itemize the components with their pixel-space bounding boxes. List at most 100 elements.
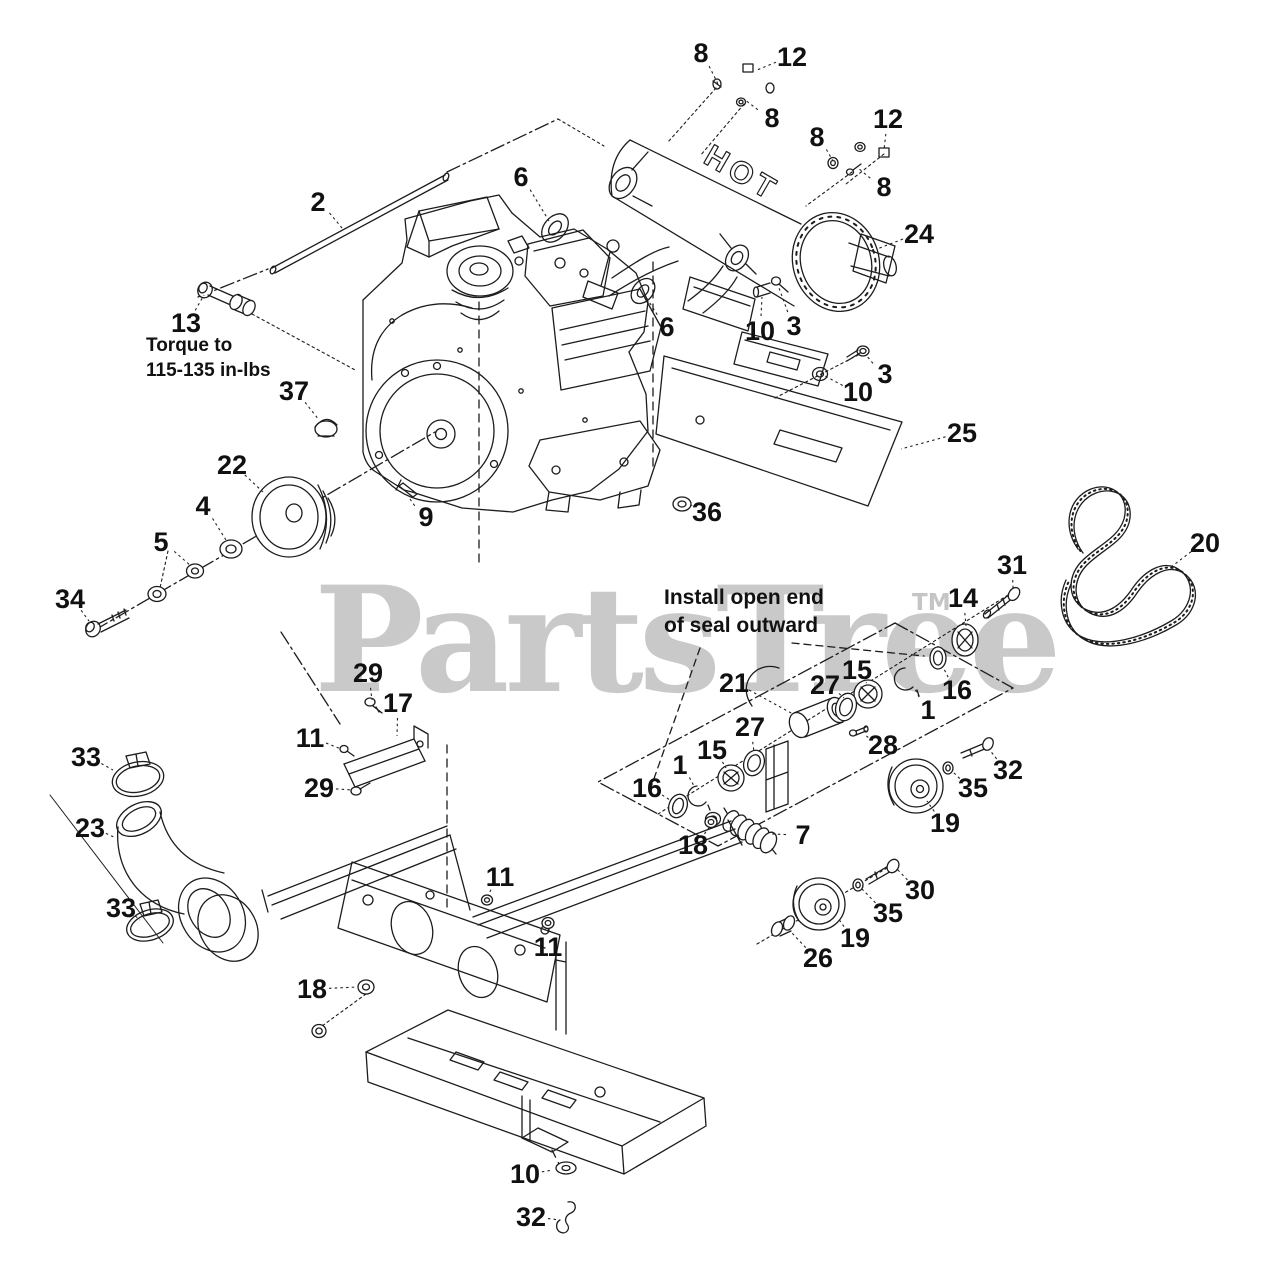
- muffler-drawing: HOT: [541, 63, 897, 382]
- callout-16: 16: [942, 675, 972, 705]
- leader-line-14: [964, 612, 967, 627]
- leader-line-22: [244, 474, 264, 493]
- leader-line-26: [790, 931, 807, 948]
- leader-line-3: [865, 354, 874, 364]
- callout-6: 6: [659, 312, 674, 342]
- leader-line-15: [721, 761, 727, 769]
- watermark-text: PartsTree: [314, 555, 1062, 726]
- torque-note-line1: Torque to: [146, 335, 233, 356]
- callout-33: 33: [106, 893, 136, 923]
- leader-line-35: [951, 770, 961, 779]
- leader-line-2: [329, 212, 343, 229]
- bolt-13-drawing: [197, 281, 256, 317]
- callout-14: 14: [948, 583, 978, 613]
- leader-line-18: [703, 823, 713, 835]
- callout-21: 21: [719, 668, 749, 698]
- callout-37: 37: [279, 376, 309, 406]
- leader-line-29: [369, 687, 373, 701]
- leader-line-8: [744, 99, 759, 111]
- frame-drawing: [261, 815, 743, 1234]
- leader-line-1: [688, 777, 695, 787]
- callout-3: 3: [786, 311, 801, 341]
- leader-line-19: [837, 917, 845, 927]
- leader-line-5: [173, 550, 192, 567]
- callout-1: 1: [920, 695, 935, 725]
- leader-line-19: [926, 800, 935, 812]
- callout-12: 12: [873, 104, 903, 134]
- callout-31: 31: [997, 550, 1027, 580]
- callout-32: 32: [993, 755, 1023, 785]
- leader-line-12: [756, 61, 777, 71]
- leader-line-33: [101, 763, 114, 771]
- callout-15: 15: [697, 735, 727, 765]
- callout-4: 4: [195, 491, 210, 521]
- leader-line-37: [304, 402, 320, 421]
- callout-9: 9: [418, 502, 433, 532]
- callout-1: 1: [672, 750, 687, 780]
- callout-11: 11: [486, 862, 515, 892]
- leader-line-32: [547, 1217, 561, 1221]
- washer-36-drawing: [672, 496, 692, 512]
- seal-note-line2: of seal outward: [664, 614, 819, 637]
- callout-17: 17: [383, 688, 413, 718]
- leader-line-7: [771, 833, 787, 836]
- leader-line-16: [942, 666, 949, 678]
- callout-30: 30: [905, 875, 935, 905]
- callout-24: 24: [904, 219, 934, 249]
- callout-36: 36: [692, 497, 722, 527]
- cap-nut-37-drawing: [314, 418, 338, 438]
- muffler-hot-label: HOT: [699, 138, 786, 209]
- callout-25: 25: [947, 418, 977, 448]
- callout-29: 29: [353, 658, 383, 688]
- callout-8: 8: [764, 103, 779, 133]
- leader-line-32: [988, 748, 998, 760]
- leader-line-11: [487, 889, 492, 897]
- torque-note: Torque to 115-135 in-lbs: [146, 333, 271, 383]
- leader-line-6: [529, 189, 550, 222]
- callout-11: 11: [296, 723, 325, 753]
- leader-line-9: [409, 498, 416, 507]
- leader-line-18: [328, 986, 358, 989]
- callout-22: 22: [217, 450, 247, 480]
- callout-18: 18: [297, 974, 327, 1004]
- leader-line-30: [896, 868, 908, 881]
- watermark-tm: TM: [912, 590, 951, 616]
- leader-line-8: [857, 167, 871, 179]
- engine-drawing: [362, 194, 662, 513]
- callout-35: 35: [958, 773, 988, 803]
- callout-11: 11: [534, 932, 563, 962]
- callout-20: 20: [1190, 528, 1220, 558]
- callout-23: 23: [75, 813, 105, 843]
- leader-line-10: [824, 375, 843, 386]
- callout-8: 8: [693, 38, 708, 68]
- callout-13: 13: [171, 308, 201, 338]
- governor-rod-drawing: [269, 172, 450, 275]
- callout-16: 16: [632, 773, 662, 803]
- callout-29: 29: [304, 773, 334, 803]
- leader-line-23: [105, 832, 117, 839]
- leader-line-4: [212, 518, 227, 541]
- callout-6: 6: [513, 162, 528, 192]
- callout-7: 7: [795, 820, 810, 850]
- leader-line-21: [748, 689, 794, 715]
- callout-32: 32: [516, 1202, 546, 1232]
- bracket-17-drawing: [339, 697, 429, 796]
- leader-line-20: [1170, 551, 1192, 568]
- torque-note-line2: 115-135 in-lbs: [146, 360, 271, 381]
- construction-lines: [49, 87, 1017, 1167]
- callout-2: 2: [310, 187, 325, 217]
- callout-34: 34: [55, 584, 85, 614]
- leader-line-3: [778, 287, 789, 313]
- callout-35: 35: [873, 898, 903, 928]
- callout-5: 5: [153, 527, 168, 557]
- callout-3: 3: [877, 359, 892, 389]
- leader-line-10: [760, 296, 763, 317]
- heat-shield-drawing: [655, 331, 903, 507]
- intake-elbow-drawing: [111, 751, 259, 962]
- leader-line-27: [838, 693, 845, 699]
- leader-line-28: [863, 733, 869, 738]
- leader-line-27: [752, 741, 755, 753]
